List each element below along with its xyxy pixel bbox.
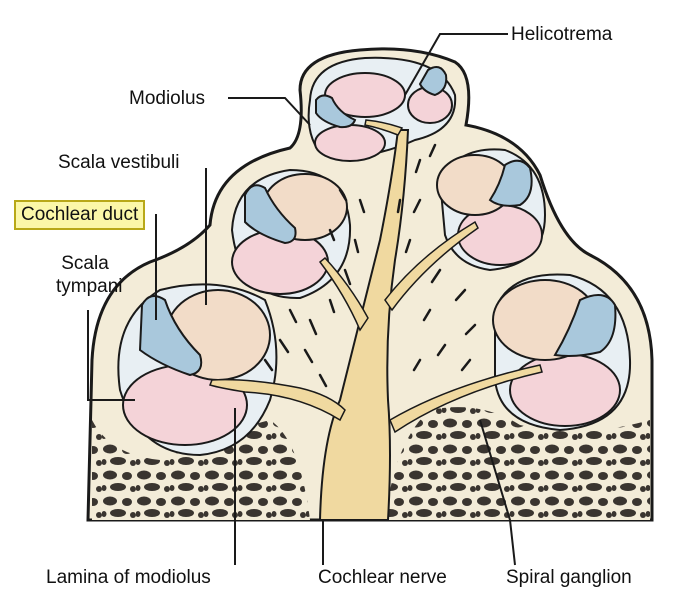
nerve-branch-basal-right — [389, 364, 543, 434]
label-scala-tympani-line2: tympani — [56, 276, 123, 297]
label-spiral-ganglion: Spiral ganglion — [506, 567, 632, 588]
leader-scala-tympani — [87, 310, 135, 401]
label-lamina-of-modiolus: Lamina of modiolus — [46, 567, 211, 588]
nerve-branch-middle-left — [318, 256, 369, 332]
label-scala-vestibuli: Scala vestibuli — [58, 152, 180, 173]
nerve-fiber-dashes — [263, 143, 477, 388]
nerve-branch-middle-right — [384, 220, 479, 312]
cochlear-duct-middle-left — [244, 184, 297, 245]
cochlear-duct-basal-right — [553, 294, 617, 357]
cochlear-duct-middle-right — [488, 159, 533, 207]
leader-helicotrema — [404, 33, 508, 96]
leader-lines — [87, 33, 516, 566]
cochlear-duct-apical-left — [315, 94, 357, 129]
scala-tympani-apical — [314, 124, 386, 162]
scala-tympani-basal-right — [509, 353, 621, 427]
label-scala-tympani: Scala tympani — [56, 252, 123, 298]
spongy-bone-right — [385, 407, 650, 520]
label-modiolus: Modiolus — [129, 88, 206, 109]
leader-spiral-ganglion — [479, 419, 516, 566]
leader-modiolus — [228, 97, 311, 126]
cochlear-duct-apical-right — [418, 65, 448, 97]
nerve-branch-basal-left — [208, 378, 346, 422]
label-cochlear-nerve: Cochlear nerve — [318, 567, 447, 588]
label-scala-tympani-line1: Scala — [61, 253, 109, 274]
spongy-bone-left — [92, 420, 310, 520]
nerve-branch-apical — [364, 119, 404, 136]
label-cochlear-duct: Cochlear duct — [14, 200, 146, 230]
label-helicotrema: Helicotrema — [511, 24, 613, 45]
